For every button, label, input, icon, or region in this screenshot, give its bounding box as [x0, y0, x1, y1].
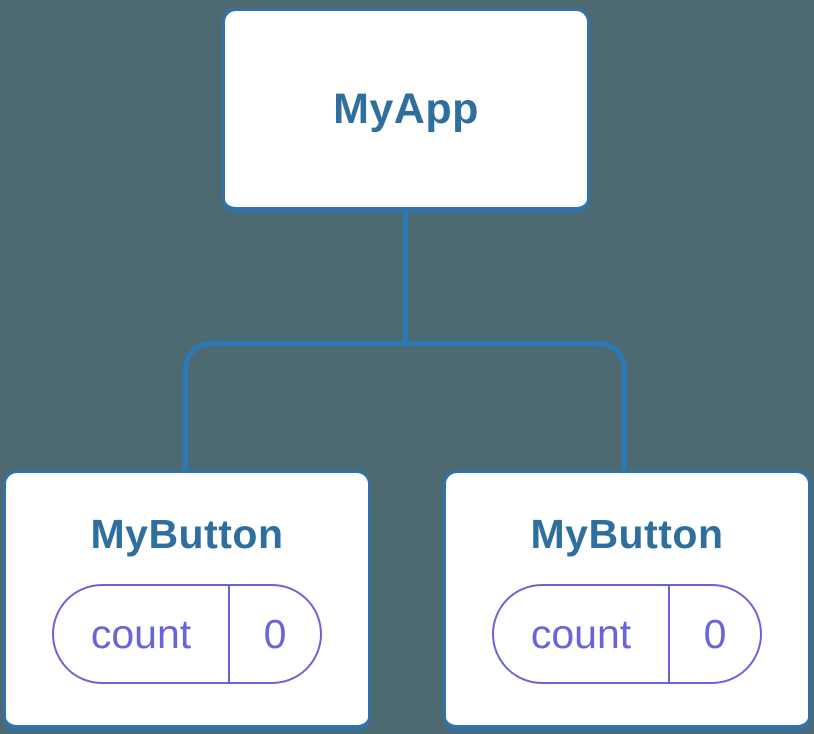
state-value: 0: [668, 586, 760, 682]
tree-node-child-left: MyButton count 0: [3, 470, 371, 731]
state-pill: count 0: [52, 584, 322, 684]
root-node-label: MyApp: [333, 84, 479, 133]
state-name: count: [530, 610, 632, 657]
state-name: count: [90, 610, 192, 657]
state-pill: count 0: [492, 584, 762, 684]
connector-stem: [403, 213, 408, 346]
connector-bracket: [183, 341, 627, 470]
state-value: 0: [228, 586, 320, 682]
tree-node-root: MyApp: [222, 8, 590, 213]
child-node-label: MyButton: [90, 511, 284, 557]
child-node-label: MyButton: [530, 511, 724, 557]
tree-node-child-right: MyButton count 0: [443, 470, 811, 731]
